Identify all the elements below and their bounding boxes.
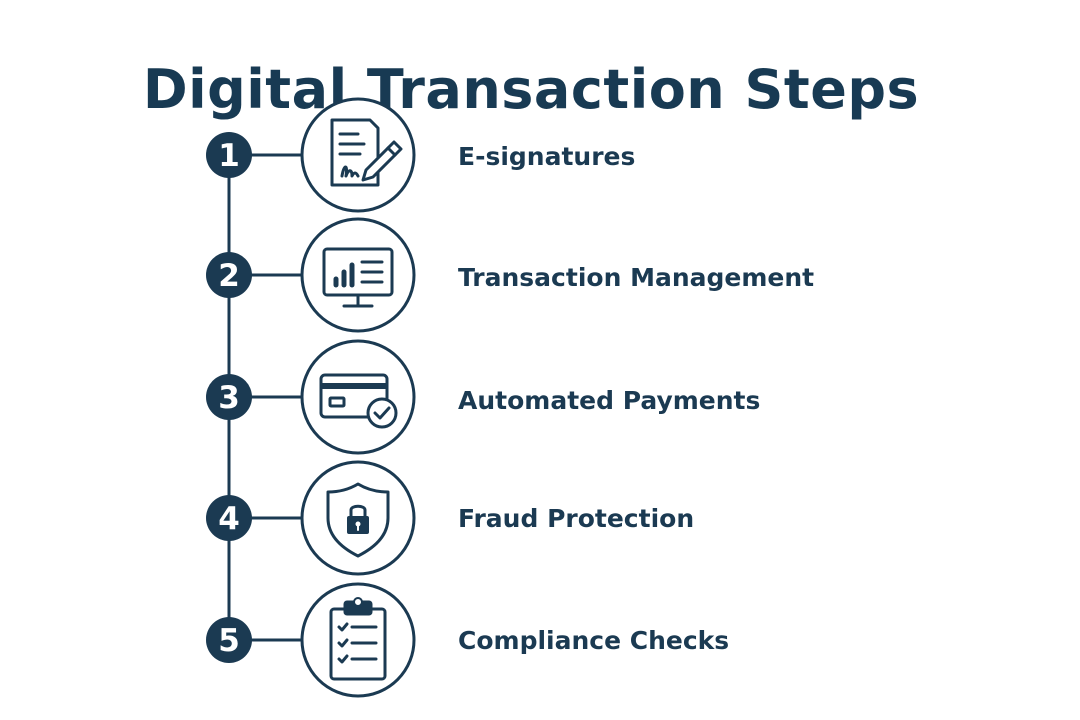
- step-badge: 3: [206, 374, 252, 420]
- step-number: 3: [218, 380, 240, 416]
- step-number: 1: [218, 138, 240, 174]
- step-badge: 4: [206, 495, 252, 541]
- clipboard-checklist-icon: [329, 597, 387, 681]
- step-badge: 5: [206, 617, 252, 663]
- step-label-automated-payments: Automated Payments: [458, 386, 761, 415]
- step-label-compliance-checks: Compliance Checks: [458, 626, 730, 655]
- step-label-transaction-management: Transaction Management: [458, 263, 815, 292]
- icon-circle: [300, 217, 416, 333]
- shield-lock-icon: [326, 482, 390, 558]
- monitor-dashboard-icon: [322, 247, 394, 308]
- step-label-e-signatures: E-signatures: [458, 142, 636, 171]
- document-signature-icon: [330, 118, 403, 187]
- step-number: 2: [218, 258, 240, 294]
- credit-card-check-icon: [319, 373, 398, 429]
- step-number: 4: [218, 501, 240, 537]
- step-badge: 1: [206, 132, 252, 178]
- step-label-fraud-protection: Fraud Protection: [458, 504, 695, 533]
- page-title: Digital Transaction Steps: [142, 58, 920, 122]
- step-badge: 2: [206, 252, 252, 298]
- step-number: 5: [218, 623, 240, 659]
- icon-circle: [300, 339, 416, 455]
